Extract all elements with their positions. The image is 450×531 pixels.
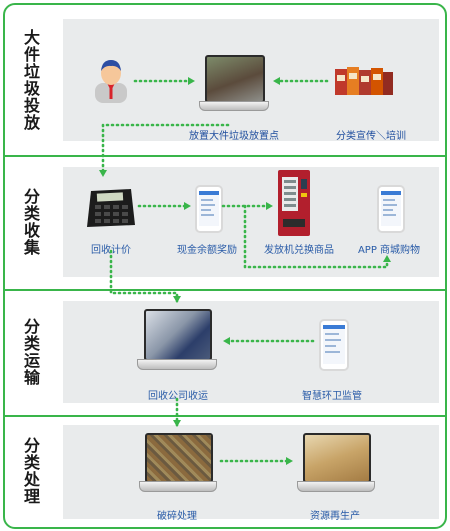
arrow-cash-to-app [243,204,391,269]
crushing-label: 破碎处理 [157,511,197,522]
smartphone-icon [195,185,223,233]
stage-title-processing: 分类处理 [5,415,55,527]
stage-title-text: 分类收集 [21,188,40,256]
stage-divider [5,289,445,291]
stage-panel-processing [63,425,439,519]
stage-band-processing: 分类处理 [5,415,445,527]
calculator-icon [85,187,137,229]
user-avatar-icon [93,57,129,103]
stage-title-transport: 分类运输 [5,289,55,415]
cash-reward-label: 现金余额奖励 [177,245,237,256]
stage-title-dropoff: 大件垃圾投放 [5,5,55,155]
recycle-transport-laptop-icon [137,309,217,373]
flow-arrows [99,77,391,465]
vending-machine-icon [277,169,311,237]
arrow-dropoff-to-pricing [99,123,230,177]
bulky-dropoff-label: 放置大件垃圾放置点 [189,131,279,142]
bulky-dropoff-laptop-icon [199,55,269,113]
promotion-training-label: 分类宣传＼培训 [336,131,406,142]
smart-sanitation-label: 智慧环卫监管 [302,391,362,402]
stage-divider [5,155,445,157]
stage-title-text: 大件垃圾投放 [21,29,40,131]
stage-panel-transport [63,301,439,403]
app-mall-label: APP 商城购物 [357,245,421,256]
crushing-laptop-icon [139,433,217,495]
stage-divider [5,415,445,417]
recycle-transport-label: 回收公司收运 [148,391,208,402]
recycling-label: 资源再生产 [310,511,360,522]
smartphone-icon [319,319,349,371]
stage-band-transport: 分类运输 [5,289,445,415]
vending-exchange-label: 发放机兑换商品 [264,245,334,256]
process-diagram-frame: 大件垃圾投放 分类收集 分类运输 分类处理 [3,3,447,529]
books-icon [333,63,395,97]
stage-title-text: 分类处理 [21,437,40,505]
recycling-laptop-icon [297,433,375,495]
stage-title-text: 分类运输 [21,318,40,386]
stage-title-collection: 分类收集 [5,155,55,289]
arrow-pricing-to-transport [109,249,181,303]
smartphone-icon [377,185,405,233]
